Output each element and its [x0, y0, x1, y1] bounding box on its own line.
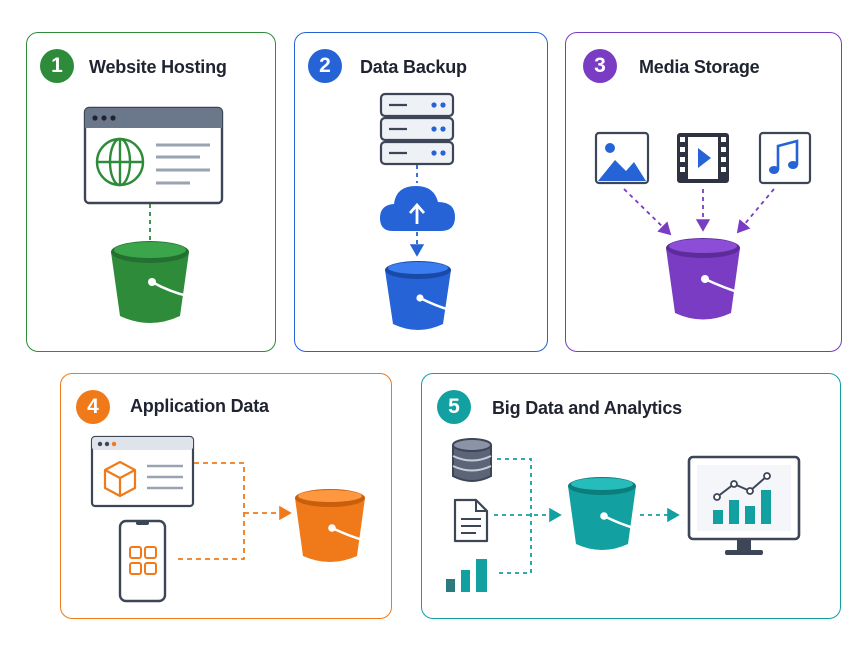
step-badge-2: 2	[308, 49, 342, 83]
web-app-window-icon	[90, 435, 195, 508]
app-connectors	[176, 462, 292, 560]
card-title-data-backup: Data Backup	[360, 57, 467, 77]
image-icon	[594, 131, 650, 185]
card-title-application-data: Application Data	[130, 396, 269, 416]
s3-bucket-icon	[568, 477, 636, 550]
cube-icon	[103, 460, 137, 498]
card-title-media-storage: Media Storage	[639, 57, 760, 77]
globe-icon	[95, 137, 145, 187]
music-icon	[758, 131, 812, 185]
media-connectors	[623, 188, 775, 236]
s3-bucket-icon	[295, 489, 365, 562]
s3-bucket-icon	[111, 241, 189, 323]
step-badge-3: 3	[583, 49, 617, 83]
step-badge-5: 5	[437, 390, 471, 424]
analytics-monitor-icon	[687, 455, 801, 555]
s3-bucket-icon	[666, 238, 742, 320]
mobile-phone-icon	[118, 519, 167, 603]
document-icon	[453, 498, 489, 543]
cloud-upload-icon	[380, 186, 455, 231]
browser-window-icon	[83, 106, 224, 205]
s3-bucket-icon	[385, 261, 451, 330]
server-rack-icon	[379, 92, 455, 166]
card-title-website-hosting: Website Hosting	[89, 57, 227, 77]
bar-chart-icon	[446, 559, 487, 592]
bigdata-connectors	[494, 458, 680, 574]
database-icon	[452, 438, 492, 482]
step-badge-1: 1	[40, 49, 74, 83]
step-badge-4: 4	[76, 390, 110, 424]
card-title-big-data: Big Data and Analytics	[492, 398, 682, 418]
video-icon	[677, 133, 729, 183]
